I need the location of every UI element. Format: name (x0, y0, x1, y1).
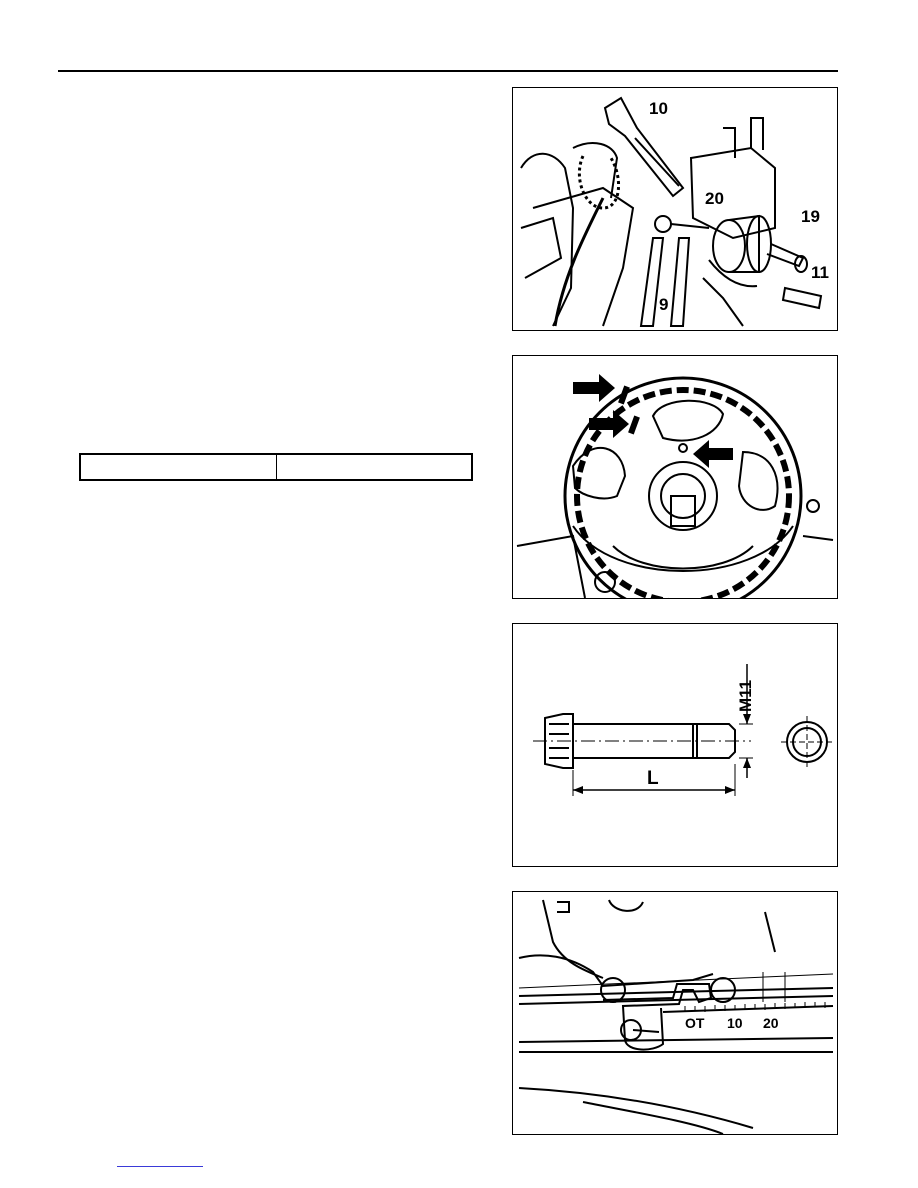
figure-tensioner-tools: 10 20 19 11 9 (512, 87, 838, 331)
camshaft-sprocket-illustration (516, 374, 834, 598)
callout-10: 10 (649, 99, 668, 118)
figure-camshaft-sprocket (512, 355, 838, 599)
header-rule (58, 70, 838, 72)
figure-bolt-length: M11 L (512, 623, 838, 867)
footer-link[interactable] (117, 1166, 203, 1167)
callout-20: 20 (705, 189, 724, 208)
spec-table (79, 453, 473, 481)
scale-label-ot: OT (685, 1015, 705, 1031)
spec-table-cell-left (81, 455, 276, 479)
callout-19: 19 (801, 207, 820, 226)
callout-9: 9 (659, 295, 668, 314)
callout-11: 11 (811, 263, 829, 282)
tensioner-tools-illustration: 10 20 19 11 9 (520, 96, 829, 327)
scale-label-20: 20 (763, 1015, 779, 1031)
dimension-label-l: L (647, 768, 659, 789)
bolt-illustration: M11 L (533, 664, 833, 796)
scale-label-10: 10 (727, 1015, 743, 1031)
timing-scale-illustration: OT 10 20 (518, 899, 834, 1134)
dimension-label-m11: M11 (736, 680, 755, 712)
spec-table-cell-right (275, 455, 472, 479)
figure-timing-scale: OT 10 20 (512, 891, 838, 1135)
